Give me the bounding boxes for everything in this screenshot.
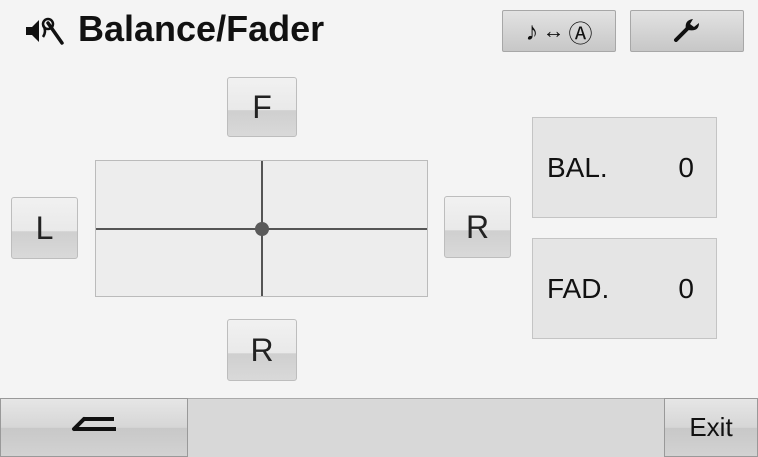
fader-label: FAD. <box>547 272 610 304</box>
page-title: Balance/Fader <box>78 8 325 49</box>
balance-left-button[interactable]: L <box>11 197 78 259</box>
back-arrow-icon <box>64 410 124 445</box>
fader-rear-button[interactable]: R <box>227 319 297 381</box>
back-button[interactable] <box>0 398 188 457</box>
balance-right-button[interactable]: R <box>444 196 511 258</box>
fader-front-button[interactable]: F <box>227 77 297 137</box>
balance-label: BAL. <box>547 151 608 183</box>
music-note-icon: ♪ <box>525 15 539 46</box>
fader-value-panel: FAD. 0 <box>532 238 717 339</box>
balance-fader-grid[interactable] <box>95 160 428 297</box>
speaker-wrench-icon <box>22 14 66 48</box>
navigation-icon: Ⓐ <box>568 20 593 48</box>
exit-button[interactable]: Exit <box>664 398 758 457</box>
wrench-icon <box>672 16 702 47</box>
settings-button[interactable] <box>630 10 744 52</box>
swap-arrows-icon: ↔ <box>542 18 565 43</box>
sound-position-marker[interactable] <box>255 222 269 236</box>
audio-navigation-toggle-button[interactable]: ♪ ↔ Ⓐ <box>502 10 616 52</box>
balance-value: 0 <box>678 151 694 183</box>
balance-value-panel: BAL. 0 <box>532 117 717 218</box>
fader-value: 0 <box>678 272 694 304</box>
